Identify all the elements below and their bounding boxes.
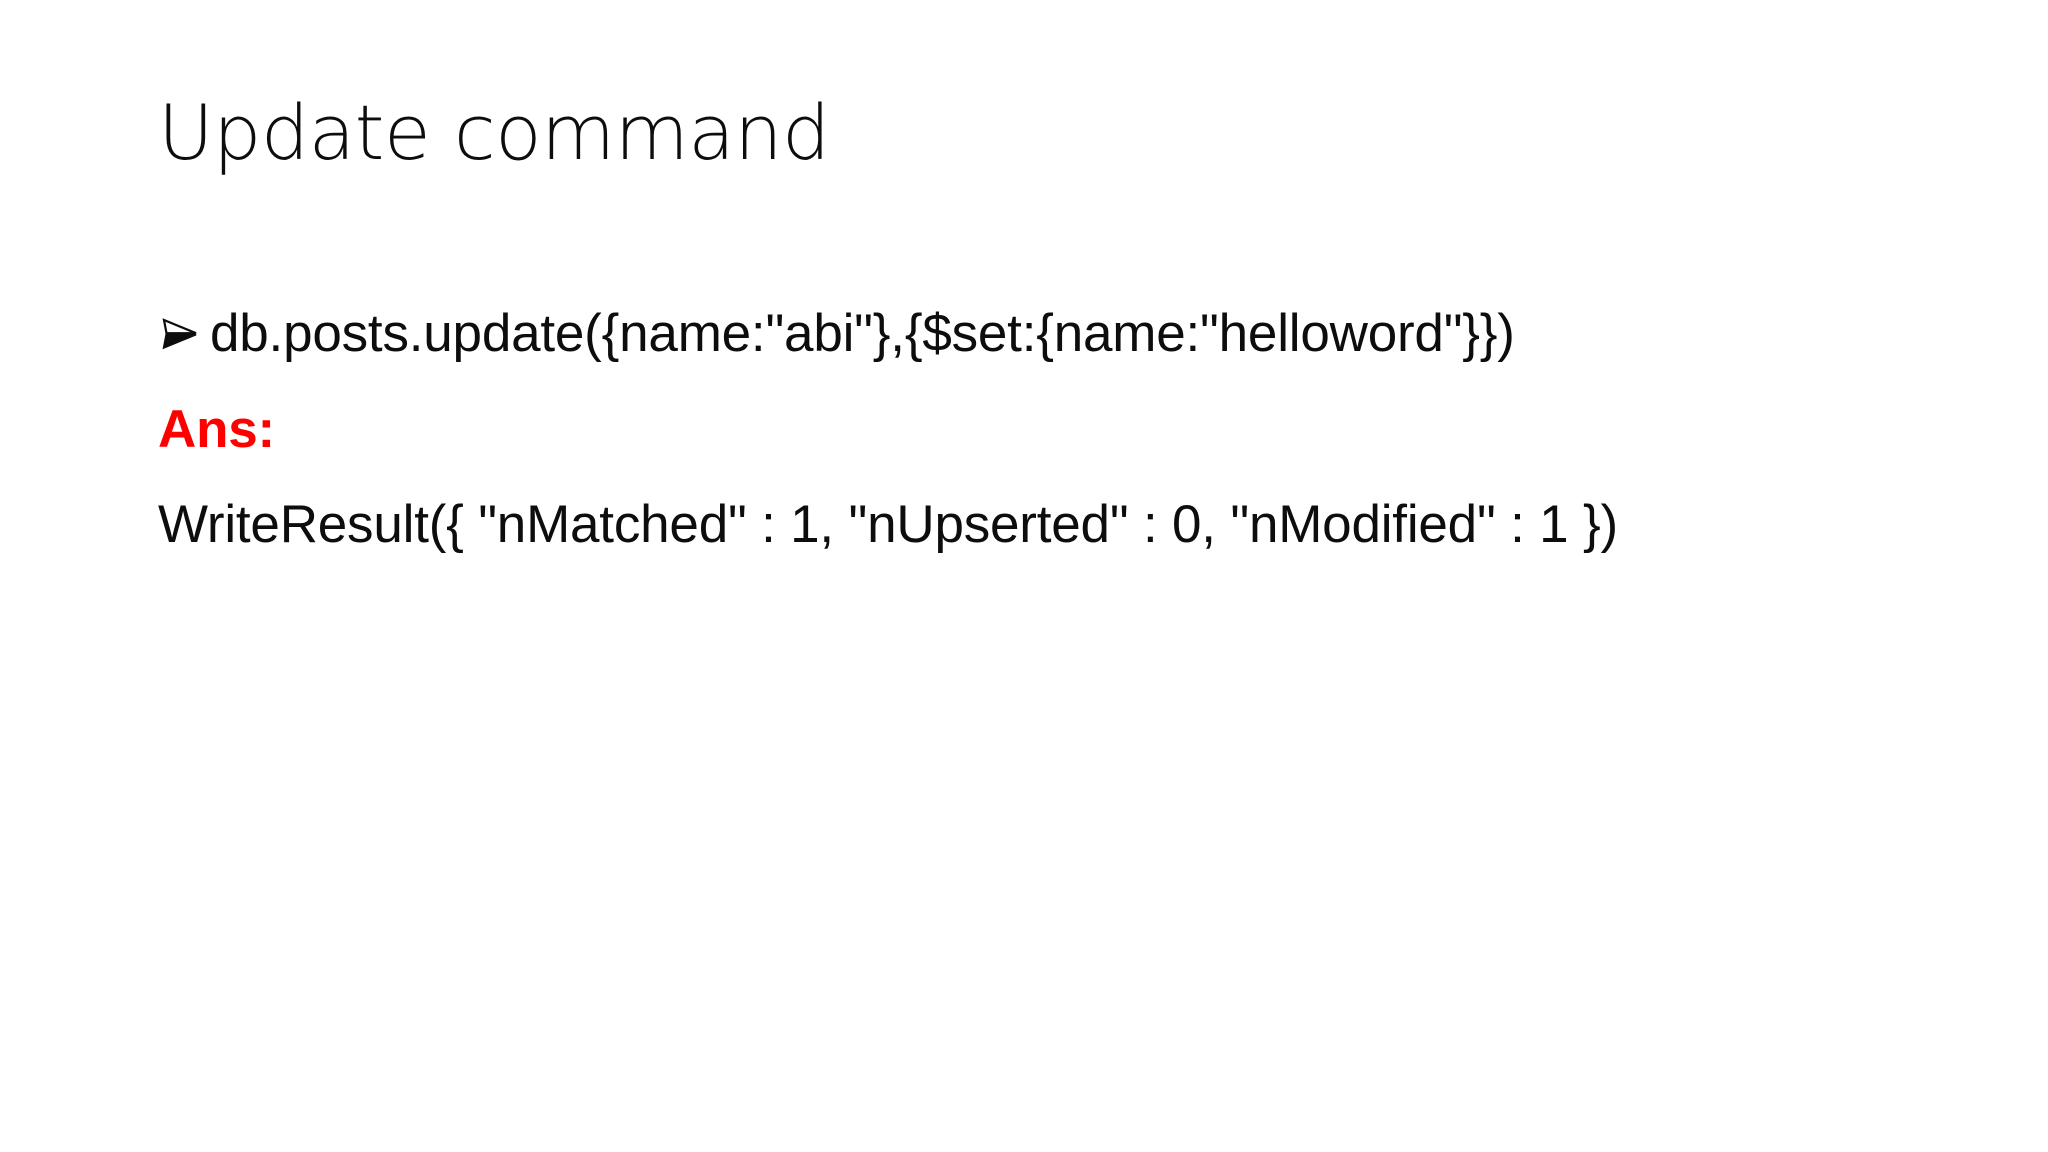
arrowhead-bullet-icon	[158, 312, 202, 356]
page-title: Update command	[158, 88, 830, 177]
write-result-text: WriteResult({ "nMatched" : 1, "nUpserted…	[158, 494, 1618, 554]
bullet-list-item-command: db.posts.update({name:"abi"},{$set:{name…	[158, 300, 1928, 368]
answer-label-paragraph: Ans:	[158, 396, 1928, 464]
answer-label-text: Ans:	[158, 399, 275, 459]
command-text: db.posts.update({name:"abi"},{$set:{name…	[210, 304, 1515, 363]
result-paragraph: WriteResult({ "nMatched" : 1, "nUpserted…	[158, 492, 1928, 558]
slide-title-block: Update command	[158, 88, 1918, 178]
slide-body-content: db.posts.update({name:"abi"},{$set:{name…	[158, 300, 1928, 557]
